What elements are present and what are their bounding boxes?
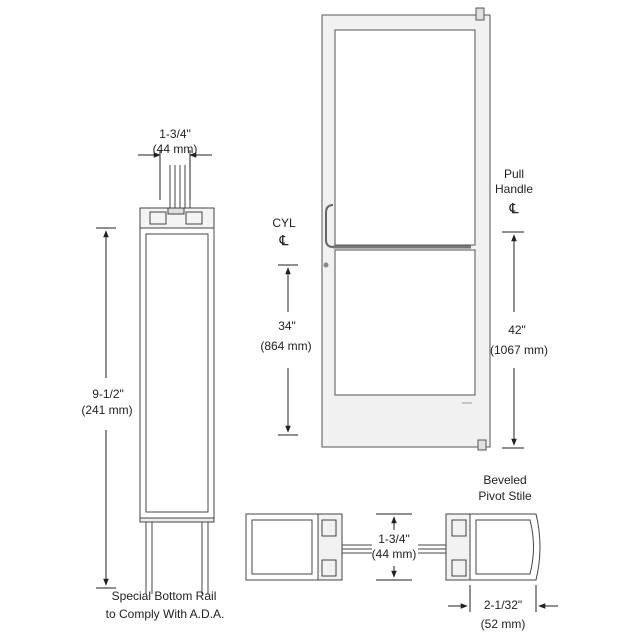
- pull-centerline-symbol: ℄: [509, 200, 519, 216]
- lock-stile-section: [245, 513, 372, 581]
- cyl-height-metric: (864 mm): [260, 339, 312, 353]
- stile-depth-metric: (44 mm): [371, 547, 417, 561]
- stile-width-imperial: 2-1/32": [483, 598, 523, 612]
- pull-height-imperial: 42": [508, 323, 526, 337]
- cyl-dimension: [278, 264, 298, 436]
- stile-width-metric: (52 mm): [480, 617, 526, 631]
- pivot-stile-label-line2: Pivot Stile: [478, 489, 532, 503]
- stile-width-dimension: [448, 585, 558, 612]
- pull-dimension: [502, 231, 524, 449]
- stile-depth-dimension: [376, 513, 412, 581]
- pull-handle: [325, 204, 334, 248]
- cyl-height-imperial: 34": [278, 319, 296, 333]
- pivot-stile-section: [418, 513, 541, 581]
- bottom-rail-note-line1: Special Bottom Rail: [111, 589, 217, 603]
- top-rail-width-imperial: 1-3/4": [159, 127, 191, 141]
- door-glass-upper: [334, 29, 476, 246]
- top-rail-width-dimension: [138, 150, 212, 200]
- bottom-rail-height-imperial: 9-1/2": [92, 387, 124, 401]
- top-rail-width-metric: (44 mm): [152, 142, 198, 156]
- pull-height-metric: (1067 mm): [489, 343, 548, 357]
- top-pivot: [475, 7, 485, 21]
- cyl-centerline-symbol: ℄: [279, 232, 289, 248]
- bottom-rail-section: [139, 165, 215, 594]
- bottom-rail-height-dimension: [96, 227, 116, 589]
- pull-handle-label-line1: Pull: [503, 167, 524, 181]
- door-glass-lower: [334, 249, 476, 396]
- door-elevation: [321, 7, 491, 451]
- stile-depth-imperial: 1-3/4": [378, 532, 410, 546]
- cyl-label: CYL: [272, 216, 296, 230]
- bottom-rail-note-line2: to Comply With A.D.A.: [105, 607, 225, 621]
- cylinder-lock: [323, 262, 329, 268]
- pull-handle-label-line2: Handle: [494, 182, 534, 196]
- pivot-stile-label-line1: Beveled: [483, 473, 527, 487]
- bottom-pivot: [477, 439, 487, 451]
- bottom-rail-height-metric: (241 mm): [81, 403, 133, 417]
